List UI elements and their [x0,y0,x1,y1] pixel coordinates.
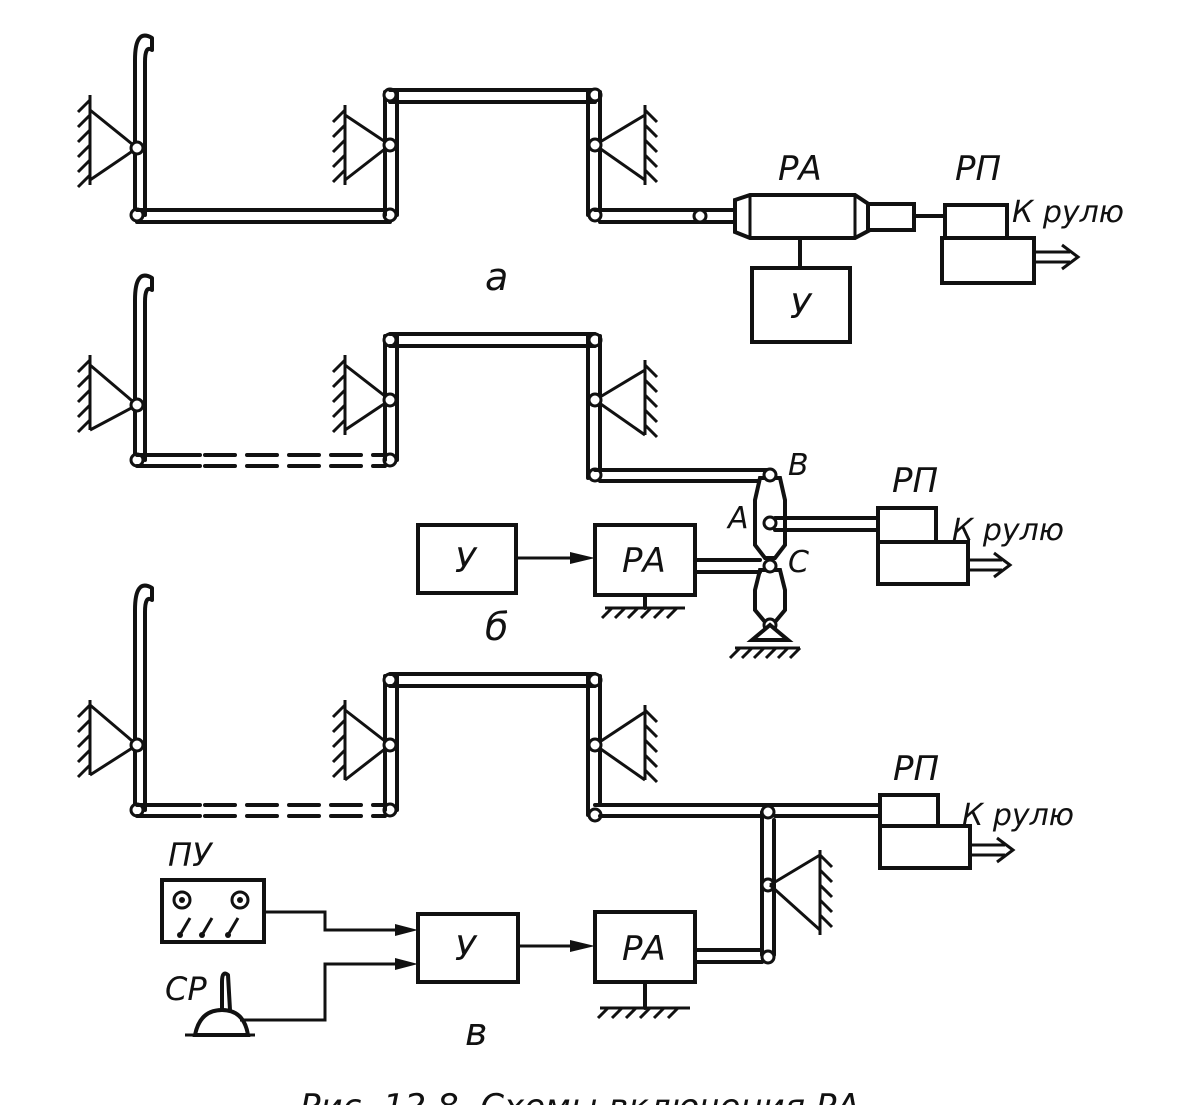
rod-to-ra-a [593,208,737,224]
u-amplifier-v [416,912,520,984]
ground-support-ra-v [768,850,834,935]
rod-ra-to-bellcrank-v [693,948,764,964]
u-label-v: У [455,929,478,969]
connector-a [866,202,916,232]
ground-support-right-b [594,360,659,439]
arrow-to-wheel-a [1034,243,1081,271]
rod-to-rp-v [593,803,882,818]
ground-support-middle-v [331,700,391,782]
rod-lower-dashed-v [203,803,387,818]
u-amplifier-a [750,266,852,344]
ground-support-left-v [76,700,138,779]
sr-stick-base [192,1007,251,1037]
rod-upper-b [388,332,597,348]
rod-upper-a [388,88,597,104]
rp-bottom-a [940,236,1036,285]
rod-to-rp-b [773,516,880,532]
rod-lower-dashed-b [203,453,387,468]
scheme-label-b: б [485,605,508,649]
u-amplifier-b [416,523,518,595]
rp-bottom-b [876,540,970,586]
ground-support-middle-b [331,355,391,435]
to-wheel-label-v: К рулю [962,798,1074,833]
ra-actuator-a [733,193,872,240]
ra-label-b: РА [622,541,666,581]
to-wheel-label-a: К рулю [1012,195,1124,230]
ground-support-right-v [594,705,659,784]
point-b-label: В [788,448,809,483]
bellcrank-middle-a [383,90,399,217]
control-stick-v [133,583,154,812]
figure-caption: Рис. 12.8. Схемы включения РА [300,1087,860,1105]
rp-label-b: РП [892,461,938,501]
pu-panel [160,878,266,944]
u-label-b: У [455,541,478,581]
control-stick-a [133,33,154,217]
control-stick-b [133,273,154,462]
scheme-b: В А С РП К рулю У РА б [76,273,1064,660]
line-sr-to-u [240,962,410,1022]
sr-stick [220,971,232,1012]
rp-bottom-v [878,824,972,870]
arrow-to-wheel-v [970,836,1016,864]
pu-label: ПУ [168,836,214,874]
point-c-label: С [788,545,809,580]
arrow-u-to-ra-b [570,552,595,564]
rp-label-v: РП [893,749,939,789]
ground-support-right-a [594,105,659,185]
point-a-label: А [726,501,749,536]
ground-support-middle-a [331,105,391,185]
rp-label-a: РП [955,149,1001,189]
rp-top-v [878,793,940,829]
rod-to-lever-b [593,468,772,483]
ra-actuator-b [593,523,697,597]
to-wheel-label-b: К рулю [952,513,1064,548]
scheme-a: РА У РП К рулю а [76,33,1124,344]
rod-lower-b [135,453,202,468]
rod-lower-a [135,208,392,224]
rod-upper-v [388,672,597,688]
arrow-to-wheel-b [968,551,1013,579]
u-label-a: У [790,287,813,327]
arrow-u-to-ra-v [570,940,595,952]
ra-label-a: РА [778,149,822,189]
scheme-label-v: в [465,1010,487,1054]
rod-lower-v [135,803,202,818]
rp-top-b [876,506,938,546]
bellcrank-right-a [586,90,602,217]
rp-top-a [943,203,1009,242]
ground-support-left-b [76,355,138,434]
differential-lever-lower-b [753,568,787,624]
line-pu-to-u [264,910,410,932]
ra-label-v: РА [622,929,666,969]
scheme-label-a: а [485,255,508,299]
rod-ra-to-lever-b [693,558,762,574]
scheme-v: РП К рулю ПУ СР У РА в [76,583,1074,1054]
sr-label: СР [165,970,207,1008]
ground-support-left-a [76,95,138,189]
